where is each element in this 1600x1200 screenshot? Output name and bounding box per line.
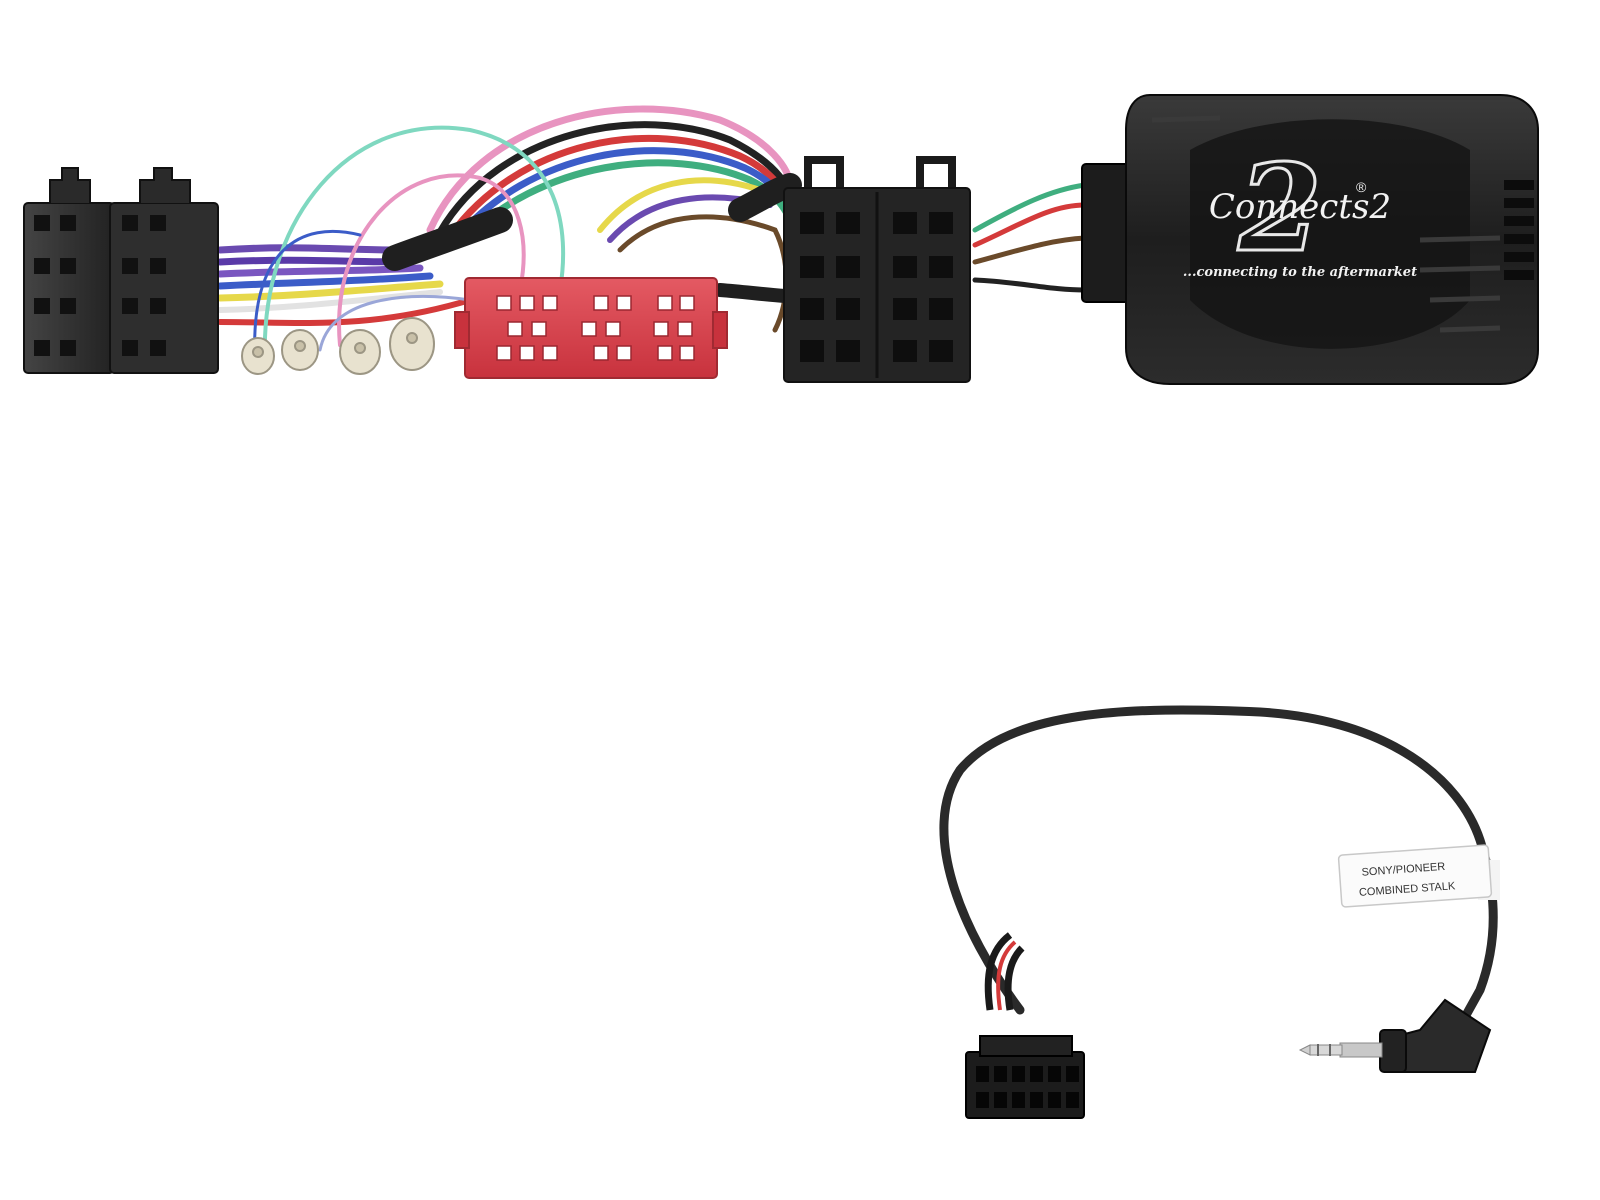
heatshrink-sleeve [382, 207, 513, 271]
wire-black-out [972, 277, 1088, 293]
patch-lead-label: SONY/PIONEER COMBINED STALK [1337, 844, 1493, 908]
wire-lightblue-loop [318, 295, 472, 352]
logo-mark: 2 [1237, 138, 1322, 279]
wire-purple-2 [216, 256, 414, 266]
wire-brown-out [972, 235, 1088, 265]
wire-purple [216, 244, 404, 254]
multipin-connector [965, 932, 1085, 1119]
wire-yellow-arc [597, 177, 763, 233]
heatshrink-small [713, 283, 792, 303]
wire-yellow [216, 280, 444, 302]
wire-green-out [972, 182, 1088, 233]
wire-bundle [216, 105, 1088, 362]
patch-lead: SONY/PIONEER COMBINED STALK [939, 705, 1500, 1119]
iso-connector-left [23, 167, 219, 374]
label-line-1: SONY/PIONEER [1361, 861, 1445, 879]
interface-box: 2 Connects2 ® ...connecting to the after… [1081, 94, 1539, 385]
wire-pink-loop [337, 173, 526, 347]
iso-connector-right [783, 156, 971, 383]
brand-tagline: ...connecting to the aftermarket [1183, 265, 1417, 280]
red-mini-iso-connector [454, 277, 728, 379]
wire-black-arc [436, 121, 794, 236]
brand-logo: Connects2 [1209, 187, 1391, 227]
heatshrink-sleeve-right [728, 173, 802, 222]
spade-terminals [241, 317, 435, 375]
wire-white [217, 289, 443, 313]
wire-pink-arc [426, 105, 794, 234]
jack-plug [1298, 998, 1492, 1073]
wire-blue-loop [253, 230, 362, 362]
wire-blue [216, 272, 434, 290]
wire-red-out [972, 202, 1088, 248]
registered-mark: ® [1356, 179, 1367, 195]
